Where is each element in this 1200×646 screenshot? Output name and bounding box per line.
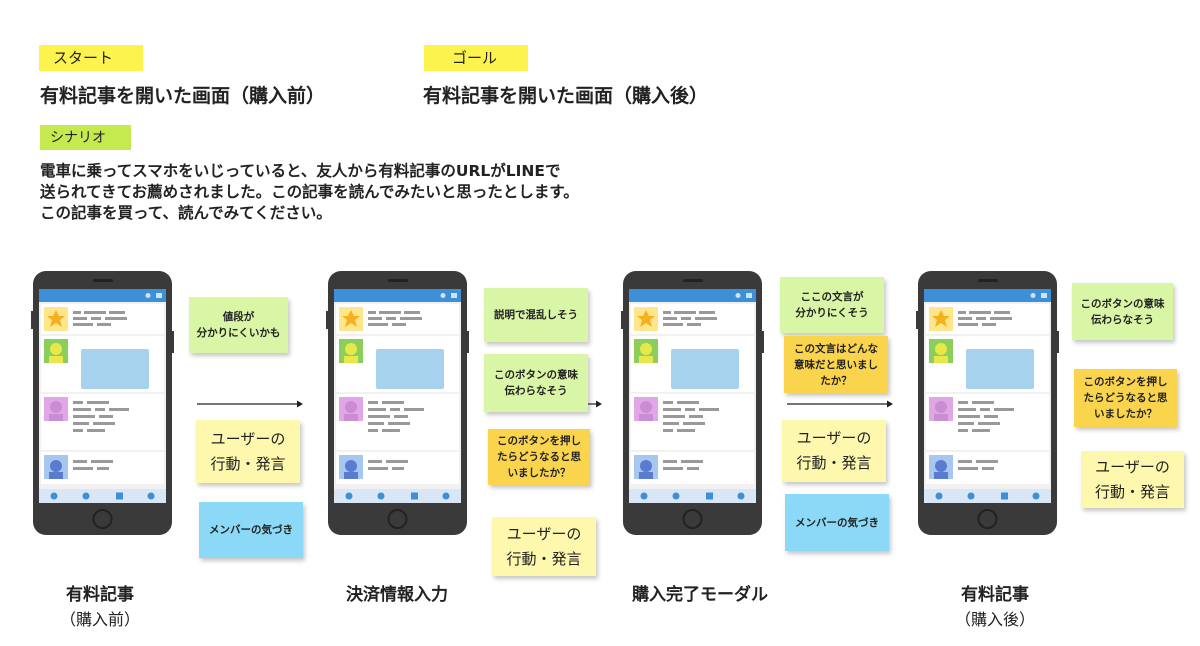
flow-arrow [787, 399, 893, 409]
scenario-line: 送られてきてお薦めされました。この記事を読んでみたいと思ったとします。 [40, 183, 579, 201]
caption-title: 決済情報入力 [346, 585, 448, 605]
sticky-note: ユーザーの 行動・発言 [1081, 451, 1184, 508]
sticky-note: ここの文言が 分かりにくそう [780, 277, 884, 333]
scenario-tag: シナリオ [40, 125, 131, 150]
smartphone-illustration [916, 271, 1059, 535]
caption-title: 有料記事 [961, 585, 1029, 605]
scenario-line: 電車に乗ってスマホをいじっていると、友人から有料記事のURLがLINEで [40, 162, 561, 180]
goal-title: 有料記事を開いた画面（購入後） [423, 85, 709, 107]
caption-title: 有料記事 [66, 585, 134, 605]
caption-title: 購入完了モーダル [632, 585, 768, 605]
flow-arrow [586, 399, 602, 409]
sticky-note: 値段が 分かりにくいかも [189, 297, 288, 353]
screen-caption: 有料記事 （購入後） [935, 580, 1055, 630]
start-title: 有料記事を開いた画面（購入前） [40, 85, 326, 107]
phone-mockup-purchase-complete [621, 271, 764, 535]
sticky-note: このボタンを押し たらどうなると思 いましたか？ [1074, 369, 1177, 427]
sticky-note: このボタンを押し たらどうなると思 いましたか？ [488, 429, 590, 485]
flow-arrow [197, 399, 303, 409]
sticky-note: 説明で混乱しそう [484, 288, 588, 342]
sticky-note: このボタンの意味 伝わらなそう [484, 354, 588, 412]
smartphone-illustration [621, 271, 764, 535]
sticky-note: この文言はどんな 意味だと思いまし たか？ [784, 336, 888, 393]
caption-subtitle: （購入前） [59, 610, 140, 629]
scenario-line: この記事を買って、読んでみてください。 [40, 204, 332, 222]
smartphone-illustration [326, 271, 469, 535]
sticky-note: ユーザーの 行動・発言 [196, 420, 300, 483]
start-tag: スタート [39, 45, 143, 71]
caption-subtitle: （購入後） [954, 610, 1035, 629]
sticky-note: ユーザーの 行動・発言 [492, 517, 596, 576]
screen-caption: 購入完了モーダル [610, 580, 790, 605]
scenario-text: 電車に乗ってスマホをいじっていると、友人から有料記事のURLがLINEで 送られ… [40, 161, 579, 224]
screen-caption: 有料記事 （購入前） [40, 580, 160, 630]
sticky-note: メンバーの気づき [199, 502, 303, 558]
phone-mockup-payment-input [326, 271, 469, 535]
screen-caption: 決済情報入力 [327, 580, 467, 605]
phone-mockup-article-before [31, 271, 174, 535]
smartphone-illustration [31, 271, 174, 535]
goal-tag: ゴール [424, 45, 528, 71]
sticky-note: メンバーの気づき [785, 494, 889, 551]
phone-mockup-article-after [916, 271, 1059, 535]
sticky-note: ユーザーの 行動・発言 [782, 420, 886, 482]
sticky-note: このボタンの意味 伝わらなそう [1072, 283, 1173, 340]
